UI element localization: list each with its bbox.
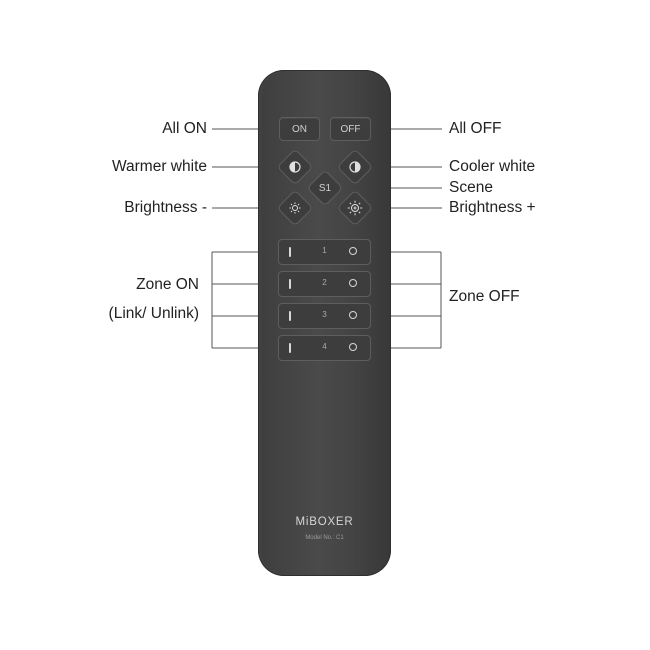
zone-3-button[interactable]: 3 [278,303,371,329]
label-all-on: All ON [162,120,207,137]
label-cooler-white: Cooler white [449,158,536,175]
zone-number: 4 [322,342,327,351]
label-link-unlink: (Link/ Unlink) [108,305,199,322]
off-circle-icon [349,247,357,255]
label-all-off: All OFF [449,120,502,137]
sun-small-icon [285,198,305,218]
off-button[interactable]: OFF [330,117,371,141]
warm-white-icon [285,157,305,177]
label-zone-off: Zone OFF [449,288,520,305]
zone-1-button[interactable]: 1 [278,239,371,265]
off-circle-icon [349,279,357,287]
zone-number: 3 [322,310,327,319]
zone-number: 1 [322,246,327,255]
on-button[interactable]: ON [279,117,320,141]
label-warmer-white: Warmer white [111,158,207,175]
label-brightness-minus: Brightness - [124,199,207,216]
model-number: Model No.: C1 [305,535,344,541]
zone-4-button[interactable]: 4 [278,335,371,361]
cool-white-icon [345,157,365,177]
sun-large-icon [345,198,365,218]
on-bar-icon [289,279,291,289]
on-bar-icon [289,247,291,257]
brand-logo: MiBOXER [295,516,354,528]
label-zone-on: Zone ON [136,276,199,293]
on-bar-icon [289,311,291,321]
on-bar-icon [289,343,291,353]
off-circle-icon [349,311,357,319]
zone-2-button[interactable]: 2 [278,271,371,297]
zone-number: 2 [322,278,327,287]
scene-s1-label: S1 [318,183,332,194]
off-circle-icon [349,343,357,351]
label-scene: Scene [449,179,493,196]
label-brightness-plus: Brightness + [449,199,536,216]
